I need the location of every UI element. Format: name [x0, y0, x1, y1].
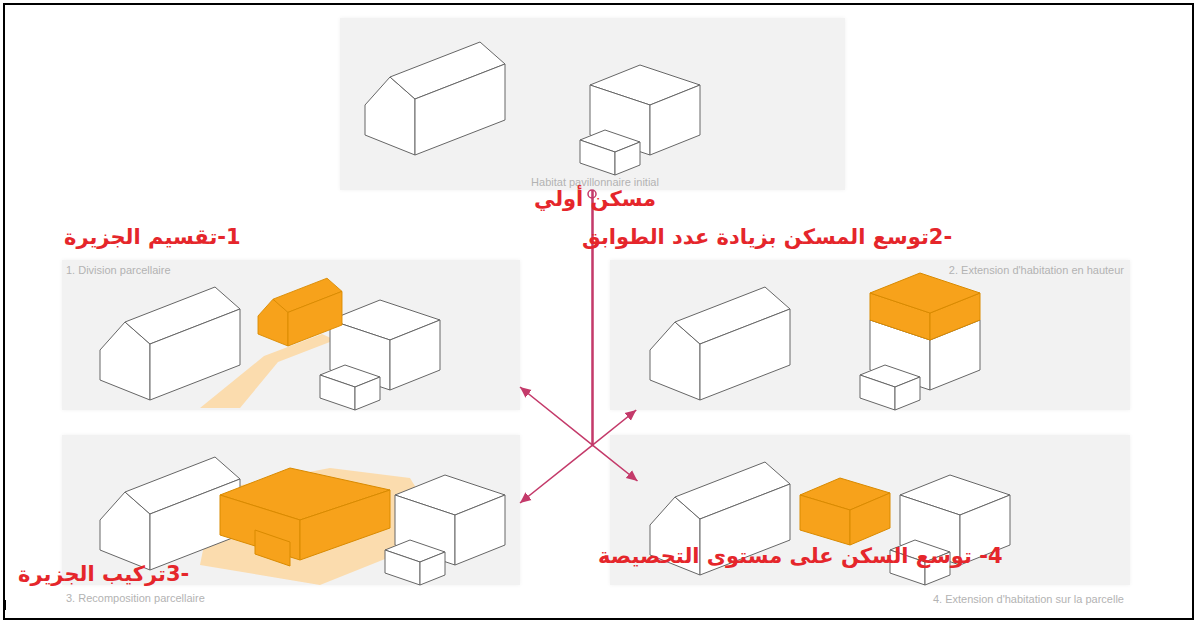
house: [650, 462, 790, 575]
french-caption: Habitat pavillonnaire initial: [490, 176, 700, 188]
french-caption: 2. Extension d'habitation en hauteur: [949, 264, 1124, 276]
floor-front: [870, 293, 930, 340]
house: [580, 65, 700, 175]
arabic-label: مسكن أولي: [490, 188, 700, 211]
extension-roof: [800, 478, 890, 510]
extension-block: [800, 478, 890, 545]
block-roof: [220, 468, 390, 520]
arabic-label: 1-تقسيم الجزيرة: [64, 226, 241, 249]
illustration-panel: 4. Extension d'habitation sur la parcell…: [610, 435, 1130, 585]
origin-circle: [588, 190, 596, 198]
illustration-panel: 1. Division parcellaire1-تقسيم الجزيرة: [62, 260, 520, 410]
block-front: [220, 495, 300, 560]
house: [365, 42, 505, 155]
french-caption: 3. Recomposition parcellaire: [66, 592, 205, 604]
subdivision-strip: [200, 334, 335, 408]
arrow-connector: [520, 190, 593, 503]
house: [320, 300, 440, 410]
arabic-label: 4- توسع السكن على مستوى التحصيصة: [598, 545, 1028, 568]
illustration-panel: 3. Recomposition parcellaire-3تركيب الجز…: [62, 435, 520, 585]
new-block: [220, 468, 390, 566]
house: [100, 287, 240, 400]
recomposed-plot: [200, 468, 445, 585]
frame-tick: [3, 600, 6, 610]
arabic-label: -3تركيب الجزيرة: [18, 563, 189, 586]
new-house-shape: [258, 278, 342, 346]
arrow-connector: [593, 190, 638, 481]
new-house: [258, 278, 342, 346]
house: [650, 287, 790, 400]
upper-floor: [870, 273, 980, 340]
floor-side: [930, 293, 980, 340]
arrow-connector: [593, 190, 637, 445]
arabic-label: -2توسع المسكن بزيادة عدد الطوابق: [582, 226, 952, 249]
floor-roof: [870, 273, 980, 313]
house: [860, 300, 980, 410]
arrow-connector: [520, 190, 593, 445]
house: [100, 457, 240, 570]
french-caption: 1. Division parcellaire: [66, 264, 171, 276]
block-annex: [255, 530, 290, 566]
block-side: [300, 490, 390, 560]
extension-side: [850, 493, 890, 545]
illustration-panel: Habitat pavillonnaire initialمسكن أولي: [340, 18, 845, 190]
house: [385, 475, 505, 585]
house: [890, 475, 1010, 585]
illustration-panel: 2. Extension d'habitation en hauteur-2تو…: [610, 260, 1130, 410]
french-caption: 4. Extension d'habitation sur la parcell…: [933, 593, 1124, 605]
extension-front: [800, 495, 850, 545]
